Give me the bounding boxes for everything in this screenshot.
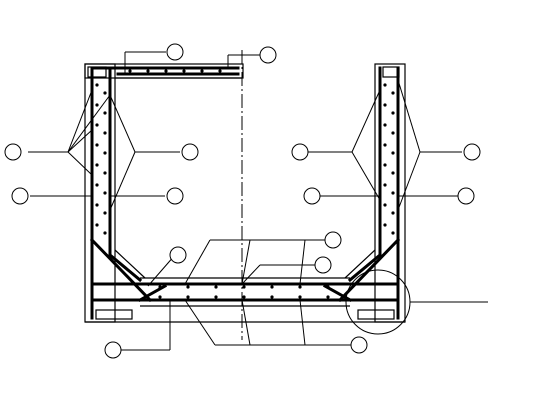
rebar-dot bbox=[186, 295, 190, 299]
rebar-dot bbox=[391, 211, 395, 215]
left-haunch bbox=[89, 237, 168, 303]
rebar-dot bbox=[103, 131, 107, 135]
detail-circle bbox=[345, 269, 411, 335]
callout-bubble bbox=[4, 143, 22, 161]
rebar-dot bbox=[128, 69, 132, 73]
rebar-dot bbox=[103, 91, 107, 95]
rebar-dot bbox=[218, 69, 222, 73]
rebar-dot bbox=[298, 295, 302, 299]
rebar-dot bbox=[103, 171, 107, 175]
rebar-dot bbox=[391, 151, 395, 155]
rebar-dot bbox=[242, 285, 246, 289]
rebar-dot bbox=[383, 123, 387, 127]
callout-bubble bbox=[324, 231, 342, 249]
callout-bubble bbox=[11, 187, 29, 205]
callout-bubble bbox=[259, 46, 277, 64]
rebar-dot bbox=[103, 191, 107, 195]
callout-bubble bbox=[463, 143, 481, 161]
rebar-dot bbox=[200, 69, 204, 73]
callout-bubble bbox=[303, 187, 321, 205]
rebar-dot bbox=[95, 183, 99, 187]
callout-bubble bbox=[166, 187, 184, 205]
rebar-dot bbox=[158, 285, 162, 289]
rebar-dot bbox=[95, 163, 99, 167]
rebar-dot bbox=[186, 285, 190, 289]
rebar-dot bbox=[103, 111, 107, 115]
right-haunch bbox=[322, 237, 401, 303]
callout-bubble bbox=[181, 143, 199, 161]
right-wall bbox=[374, 63, 406, 323]
rebar-dot bbox=[383, 103, 387, 107]
leader-lines bbox=[28, 51, 488, 351]
callout-bubble bbox=[457, 187, 475, 205]
rebar-dot bbox=[95, 223, 99, 227]
rebar-dot bbox=[383, 223, 387, 227]
rebar-dot bbox=[214, 295, 218, 299]
rebar-dot bbox=[383, 203, 387, 207]
rebar-dot bbox=[383, 163, 387, 167]
rebar-dot bbox=[391, 91, 395, 95]
rebar-dot bbox=[391, 191, 395, 195]
rebar-dot bbox=[326, 285, 330, 289]
callout-bubbles bbox=[4, 43, 481, 359]
rebar-dot bbox=[298, 285, 302, 289]
rebar-dot bbox=[103, 211, 107, 215]
rebar-dots bbox=[95, 69, 395, 299]
rebar-dot bbox=[270, 295, 274, 299]
rebar-dot bbox=[383, 143, 387, 147]
rebar-dot bbox=[242, 295, 246, 299]
rebar-dot bbox=[326, 295, 330, 299]
rebar-dot bbox=[95, 83, 99, 87]
rebar-dot bbox=[95, 103, 99, 107]
rebar-dot bbox=[391, 131, 395, 135]
rebar-dot bbox=[146, 69, 150, 73]
callout-bubble bbox=[314, 256, 332, 274]
top-slab bbox=[84, 63, 244, 79]
rebar-dot bbox=[95, 123, 99, 127]
callout-bubble bbox=[166, 43, 184, 61]
callout-bubble bbox=[291, 143, 309, 161]
rebar-dot bbox=[95, 203, 99, 207]
callout-bubble bbox=[350, 336, 368, 354]
rebar-dot bbox=[95, 143, 99, 147]
rebar-dot bbox=[391, 231, 395, 235]
rebar-dot bbox=[391, 111, 395, 115]
rebar-dot bbox=[103, 151, 107, 155]
rebar-dot bbox=[103, 231, 107, 235]
callout-bubble bbox=[104, 341, 122, 359]
rebar-dot bbox=[214, 285, 218, 289]
rebar-dot bbox=[270, 285, 274, 289]
rebar-dot bbox=[383, 83, 387, 87]
rebar-dot bbox=[383, 183, 387, 187]
rebar-dot bbox=[164, 69, 168, 73]
rebar-dot bbox=[391, 171, 395, 175]
callout-bubble bbox=[169, 246, 187, 264]
rebar-dot bbox=[158, 295, 162, 299]
rebar-dot bbox=[182, 69, 186, 73]
